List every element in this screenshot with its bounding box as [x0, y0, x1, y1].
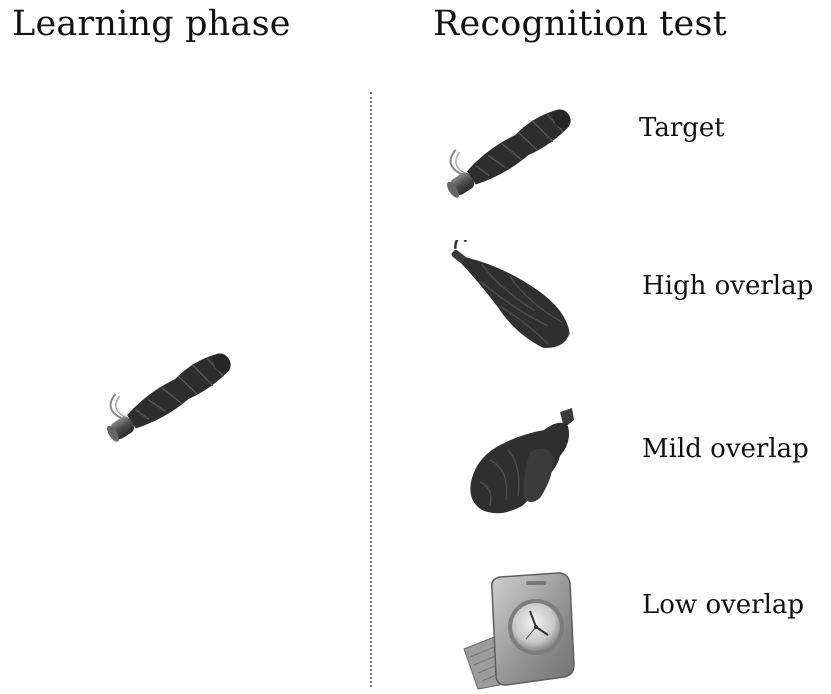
recognition-test-heading: Recognition test — [433, 4, 727, 44]
learning-phase-heading: Learning phase — [12, 4, 291, 44]
folded-umbrella-rotated-icon — [428, 236, 588, 364]
folded-umbrella-icon — [80, 335, 250, 469]
section-divider — [370, 92, 372, 687]
mitten-icon — [460, 400, 590, 529]
mild-overlap-label: Mild overlap — [642, 434, 809, 464]
travel-alarm-clock-icon — [450, 565, 590, 694]
low-overlap-label: Low overlap — [642, 590, 805, 620]
target-umbrella-icon — [425, 98, 585, 217]
high-overlap-label: High overlap — [642, 271, 814, 301]
target-label: Target — [639, 113, 725, 143]
